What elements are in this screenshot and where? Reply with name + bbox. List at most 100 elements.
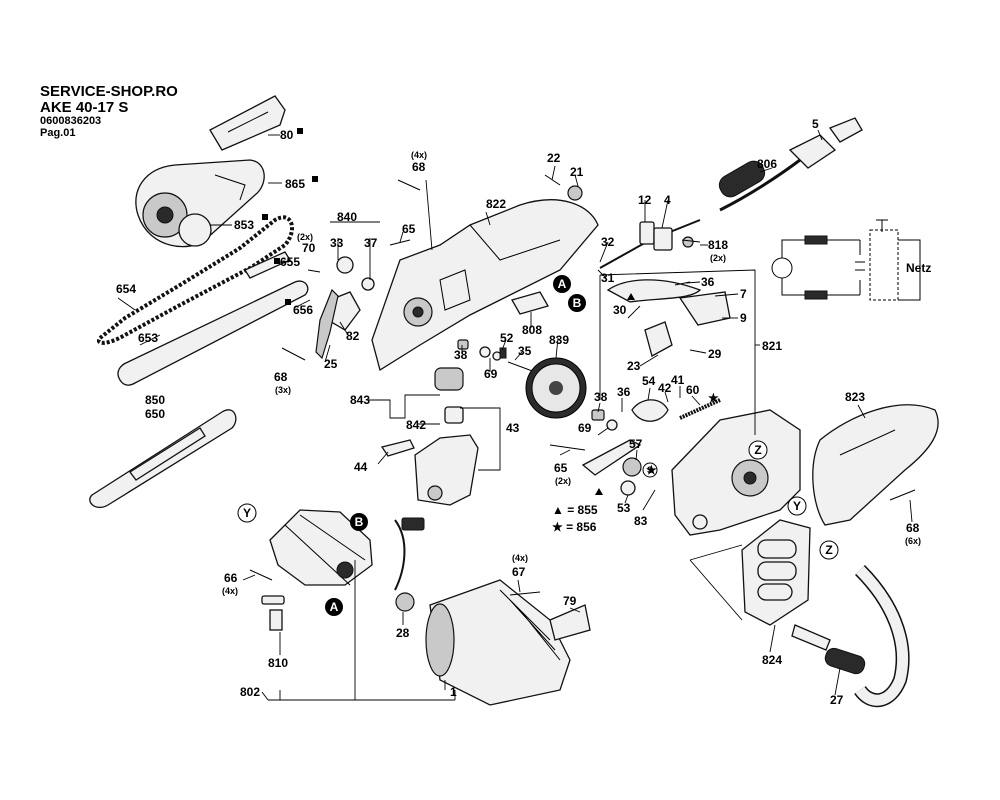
marker-Z-top: Z xyxy=(748,440,768,460)
svg-text:Y: Y xyxy=(243,506,251,520)
label-69b: 69 xyxy=(578,421,592,435)
cable-806 xyxy=(599,117,863,269)
label-68c: 68 xyxy=(906,521,920,535)
label-66-qty: (4x) xyxy=(222,586,238,596)
label-30: 30 xyxy=(613,303,627,317)
shop-name: SERVICE-SHOP.RO xyxy=(40,83,178,100)
legend-triangle: ▲ = 855 xyxy=(552,503,598,517)
tensioner-840 xyxy=(315,256,375,360)
label-38b: 38 xyxy=(594,390,608,404)
armature xyxy=(261,509,425,631)
label-36a: 36 xyxy=(701,275,715,289)
label-44: 44 xyxy=(354,460,368,474)
label-22: 22 xyxy=(547,151,561,165)
saw-chain-654 xyxy=(96,215,295,345)
switch-12 xyxy=(639,221,694,251)
label-810: 810 xyxy=(268,656,288,670)
label-68c-qty: (6x) xyxy=(905,536,921,546)
label-656: 656 xyxy=(293,303,313,317)
marker-Y-left: Y xyxy=(237,503,257,523)
label-67: 67 xyxy=(512,565,526,579)
label-850: 850 xyxy=(145,393,165,407)
square-marker-655 xyxy=(274,258,280,264)
label-9: 9 xyxy=(740,311,747,325)
label-802: 802 xyxy=(240,685,260,699)
label-69a: 69 xyxy=(484,367,498,381)
label-41: 41 xyxy=(671,373,685,387)
label-4: 4 xyxy=(664,193,671,207)
label-806: 806 xyxy=(757,157,777,171)
model-name: AKE 40-17 S xyxy=(40,99,129,116)
label-68a-qty: (4x) xyxy=(411,150,427,160)
square-marker-853 xyxy=(262,214,268,220)
svg-text:B: B xyxy=(573,296,582,310)
label-843: 843 xyxy=(350,393,370,407)
part-labels: 80 865 853 654 653 655 656 (2x) 70 840 3… xyxy=(116,117,921,707)
marker-Z-bottom: Z xyxy=(819,540,839,560)
label-5: 5 xyxy=(812,117,819,131)
label-37: 37 xyxy=(364,236,378,250)
scabbard-850 xyxy=(89,409,237,509)
svg-text:A: A xyxy=(558,277,567,291)
label-33: 33 xyxy=(330,236,344,250)
label-67-qty: (4x) xyxy=(512,553,528,563)
label-840: 840 xyxy=(337,210,357,224)
label-54: 54 xyxy=(642,374,656,388)
label-29: 29 xyxy=(708,347,722,361)
label-1: 1 xyxy=(450,685,457,699)
housing-822 xyxy=(371,199,599,372)
marker-B-top: B xyxy=(568,294,586,312)
triangle-symbol-1 xyxy=(627,293,635,300)
square-marker-656 xyxy=(285,299,291,305)
label-821: 821 xyxy=(762,339,782,353)
label-853: 853 xyxy=(234,218,254,232)
plate-79 xyxy=(549,604,591,641)
label-57: 57 xyxy=(629,437,643,451)
label-824: 824 xyxy=(762,653,782,667)
label-31: 31 xyxy=(601,271,615,285)
page-number: Pag.01 xyxy=(40,127,76,139)
chain-cover-865 xyxy=(135,159,265,248)
label-82: 82 xyxy=(346,329,360,343)
label-25: 25 xyxy=(324,357,338,371)
marker-S: S xyxy=(642,462,658,478)
label-655: 655 xyxy=(280,255,300,269)
label-865: 865 xyxy=(285,177,305,191)
label-653: 653 xyxy=(138,331,158,345)
label-53: 53 xyxy=(617,501,631,515)
label-70: 70 xyxy=(302,241,316,255)
label-823: 823 xyxy=(845,390,865,404)
label-27: 27 xyxy=(830,693,844,707)
label-70-qty: (2x) xyxy=(297,232,313,242)
marker-Y-right: Y xyxy=(787,496,807,516)
label-80: 80 xyxy=(280,128,294,142)
label-818: 818 xyxy=(708,238,728,252)
front-handle-823 xyxy=(812,404,939,526)
label-650: 650 xyxy=(145,407,165,421)
label-654: 654 xyxy=(116,282,136,296)
label-7: 7 xyxy=(740,287,747,301)
square-marker-80 xyxy=(297,128,303,134)
label-83: 83 xyxy=(634,514,648,528)
wiring-schematic xyxy=(771,219,921,301)
rear-handle-824 xyxy=(741,519,910,708)
label-66: 66 xyxy=(224,571,238,585)
label-32: 32 xyxy=(601,235,615,249)
gear-housing-83 xyxy=(671,409,801,536)
label-65b: 65 xyxy=(554,461,568,475)
triangle-symbol-2 xyxy=(595,488,603,495)
shaft-parts xyxy=(457,339,536,373)
guide-bar-653 xyxy=(117,280,309,386)
label-36b: 36 xyxy=(617,385,631,399)
label-818-qty: (2x) xyxy=(710,253,726,263)
svg-text:Y: Y xyxy=(793,499,801,513)
screws xyxy=(249,174,916,596)
plate-808 xyxy=(511,291,549,315)
label-68a: 68 xyxy=(412,160,426,174)
label-60: 60 xyxy=(686,383,700,397)
marker-B-bottom: B xyxy=(350,513,368,531)
label-28: 28 xyxy=(396,626,410,640)
gear-839 xyxy=(525,357,587,419)
label-842: 842 xyxy=(406,418,426,432)
